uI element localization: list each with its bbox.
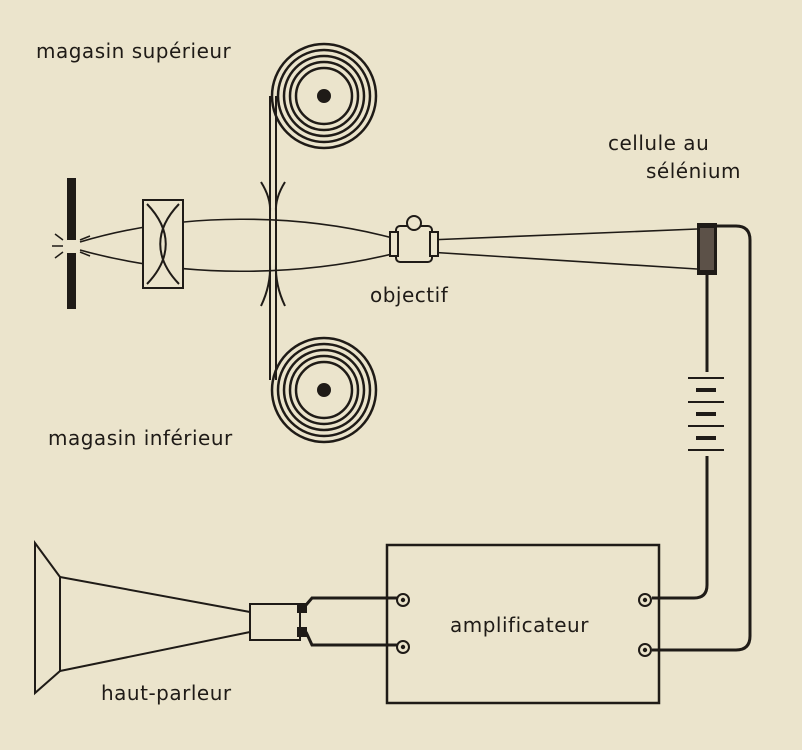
lower-reel [270,336,378,444]
label-objective: objectif [370,283,449,307]
upper-reel [270,42,378,150]
label-speaker: haut-parleur [101,681,232,705]
film-strip [269,96,277,380]
objective-lens [389,215,439,263]
loudspeaker [34,539,307,696]
amplifier-terminal [638,593,652,607]
amplifier-terminal [396,593,410,607]
lamp-slit [52,178,91,309]
lamp-glow-icon [52,233,91,259]
label-amplifier: amplificateur [450,613,589,637]
amplifier-box [385,543,661,705]
condenser-lens [142,199,184,289]
selenium-cell [697,223,717,275]
label-cell-line1: cellule au [608,131,709,155]
label-lower-magazine: magasin inférieur [48,426,233,450]
label-cell-line2: sélénium [646,159,741,183]
wiring [304,224,752,652]
film-gate [260,181,286,307]
amplifier-terminal [396,640,410,654]
light-beam [79,218,698,273]
label-upper-magazine: magasin supérieur [36,39,232,63]
amplifier-terminal [638,643,652,657]
battery-icon [688,377,724,451]
